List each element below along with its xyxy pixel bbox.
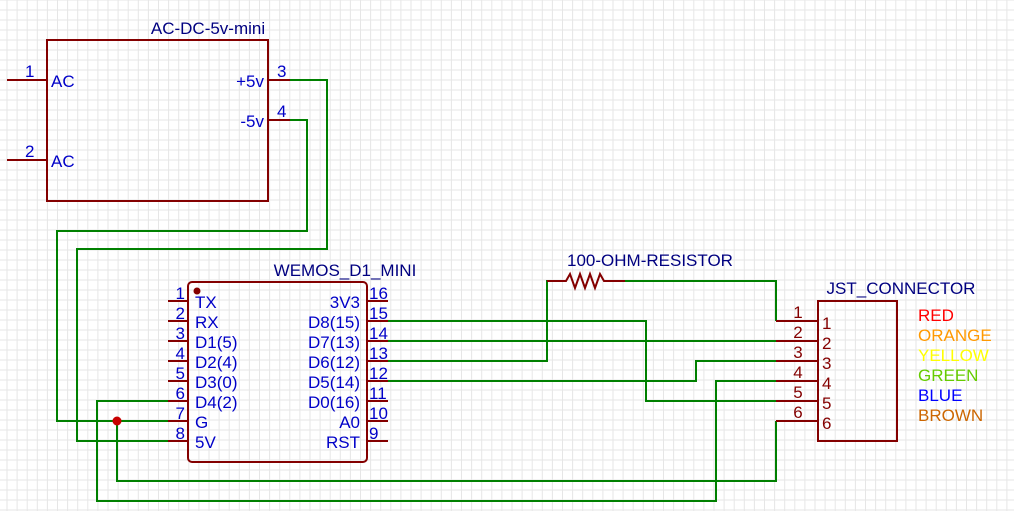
pin-label: 3V3 — [330, 293, 360, 312]
legend-red: RED — [918, 306, 954, 325]
legend-blue: BLUE — [918, 386, 962, 405]
pin-label: AC — [51, 152, 75, 171]
pin-number: 13 — [369, 344, 388, 363]
pin-label: 2 — [822, 334, 831, 353]
pin-label: RST — [326, 433, 360, 452]
pin-label: 6 — [822, 414, 831, 433]
resistor-symbol — [547, 271, 625, 291]
junction-dot — [112, 416, 122, 426]
pin-label: RX — [195, 313, 219, 332]
pin-number: 10 — [369, 404, 388, 423]
wire-5v — [76, 79, 328, 442]
wire-d4-jst4 — [96, 380, 776, 502]
pin-label: 3 — [822, 354, 831, 373]
pin-number: 7 — [176, 404, 185, 423]
pin-label: D6(12) — [308, 353, 360, 372]
pin-number: 2 — [793, 323, 802, 342]
pin-number: 6 — [176, 384, 185, 403]
pin-label: D7(13) — [308, 333, 360, 352]
legend-green: GREEN — [918, 366, 978, 385]
pin-number: 11 — [369, 384, 387, 403]
pin-number: 2 — [176, 304, 185, 323]
wire-resistor-jst1 — [625, 280, 777, 321]
pin-number: 9 — [369, 424, 378, 443]
pin-number: 2 — [25, 142, 34, 161]
pin-number: 14 — [369, 324, 388, 343]
pin-number: 6 — [793, 403, 802, 422]
pin-number: 1 — [25, 62, 34, 81]
wire-gnd-jst6 — [116, 421, 777, 482]
legend-orange: ORANGE — [918, 326, 992, 345]
pin-number: 4 — [176, 344, 185, 363]
pin-number: 4 — [277, 102, 286, 121]
legend-yellow: YELLOW — [918, 346, 989, 365]
pin-number: 8 — [176, 424, 185, 443]
pin-label: D4(2) — [195, 393, 238, 412]
pin-label: +5v — [236, 72, 264, 91]
pin-label: D5(14) — [308, 373, 360, 392]
pin-label: D3(0) — [195, 373, 238, 392]
pin-number: 12 — [369, 364, 388, 383]
jst-body — [817, 300, 898, 442]
wemos-body — [187, 281, 368, 463]
pin-label: D8(15) — [308, 313, 360, 332]
pin-number: 1 — [176, 284, 185, 303]
pin-number: 5 — [793, 383, 802, 402]
pin-label: -5v — [240, 112, 264, 131]
wire-d8-jst5 — [388, 320, 776, 402]
pin-number: 3 — [277, 62, 286, 81]
wires — [56, 79, 777, 502]
pin-number: 1 — [793, 303, 802, 322]
pin-number: 3 — [176, 324, 185, 343]
pin-label: D0(16) — [308, 393, 360, 412]
pin-label: AC — [51, 72, 75, 91]
wemos-title: WEMOS_D1_MINI — [274, 261, 417, 280]
pin-label: A0 — [339, 413, 360, 432]
pin-number: 5 — [176, 364, 185, 383]
wire-gnd — [56, 119, 308, 422]
power-module-title: AC-DC-5v-mini — [151, 19, 265, 38]
pin-number: 16 — [369, 284, 388, 303]
pin-number: 4 — [793, 363, 802, 382]
legend-brown: BROWN — [918, 406, 983, 425]
resistor[interactable]: 100-OHM-RESISTOR — [547, 251, 733, 291]
resistor-title: 100-OHM-RESISTOR — [567, 251, 733, 270]
pin-label: D1(5) — [195, 333, 238, 352]
pin-label: 1 — [822, 314, 831, 333]
power-module[interactable]: AC-DC-5v-mini 1 AC 2 AC 3 +5v 4 -5v — [7, 19, 290, 202]
pin-label: TX — [195, 293, 217, 312]
pin1-marker — [193, 287, 201, 295]
pin-label: 5 — [822, 394, 831, 413]
jst-title: JST_CONNECTOR — [827, 279, 976, 298]
pin-label: G — [195, 413, 208, 432]
pin-label: 4 — [822, 374, 831, 393]
wire-d5-jst3 — [388, 360, 776, 382]
pin-label: 5V — [195, 433, 216, 452]
pin-label: D2(4) — [195, 353, 238, 372]
pin-number: 15 — [369, 304, 388, 323]
pin-number: 3 — [793, 343, 802, 362]
